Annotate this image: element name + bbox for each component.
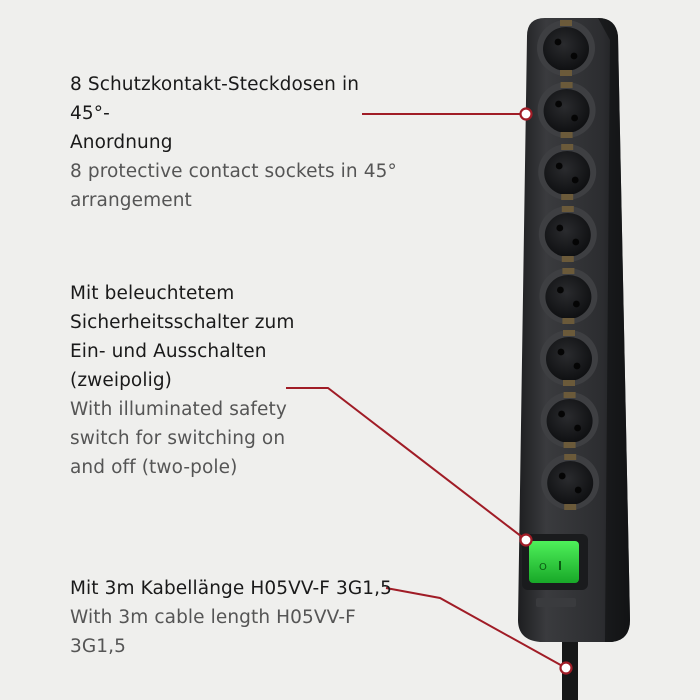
text-line: Sicherheitsschalter zum bbox=[70, 312, 295, 333]
sockets-group bbox=[537, 20, 600, 510]
switch-off-symbol: O bbox=[539, 562, 547, 573]
text-line: Anordnung bbox=[70, 132, 173, 153]
text-line: 8 Schutzkontakt-Steckdosen in 45°- bbox=[70, 74, 360, 124]
feature-sockets-german: 8 Schutzkontakt-Steckdosen in 45°- Anord… bbox=[70, 70, 400, 157]
socket-2 bbox=[537, 82, 596, 138]
text-line: and off (two-pole) bbox=[70, 457, 238, 478]
callout-line-sockets bbox=[362, 107, 533, 121]
power-switch[interactable] bbox=[529, 541, 579, 583]
socket-5 bbox=[539, 268, 598, 324]
switch-on-symbol bbox=[559, 561, 561, 570]
text-line: arrangement bbox=[70, 190, 192, 211]
text-line: Mit beleuchtetem bbox=[70, 283, 235, 304]
text-line: With illuminated safety bbox=[70, 399, 287, 420]
text-line: 8 protective contact sockets in 45° bbox=[70, 161, 397, 182]
text-line: Ein- und Ausschalten bbox=[70, 341, 267, 362]
callout-line-cable bbox=[385, 587, 573, 675]
feature-cable: Mit 3m Kabellänge H05VV-F 3G1,5 With 3m … bbox=[70, 574, 400, 661]
brand-logo-plate bbox=[536, 598, 576, 607]
socket-8 bbox=[541, 454, 600, 510]
socket-7 bbox=[540, 392, 599, 448]
socket-6 bbox=[540, 330, 598, 386]
callout-line-switch bbox=[286, 387, 533, 547]
socket-1 bbox=[537, 20, 595, 76]
feature-sockets: 8 Schutzkontakt-Steckdosen in 45°- Anord… bbox=[70, 70, 400, 215]
socket-4 bbox=[538, 206, 597, 262]
feature-cable-english: With 3m cable length H05VV-F 3G1,5 bbox=[70, 603, 400, 661]
text-line: With 3m cable length H05VV-F 3G1,5 bbox=[70, 607, 356, 657]
power-strip-edge bbox=[598, 18, 630, 642]
text-line: switch for switching on bbox=[70, 428, 286, 449]
socket-3 bbox=[538, 144, 597, 200]
feature-switch: Mit beleuchtetem Sicherheitsschalter zum… bbox=[70, 279, 400, 482]
feature-switch-english: With illuminated safety switch for switc… bbox=[70, 395, 400, 482]
feature-switch-german: Mit beleuchtetem Sicherheitsschalter zum… bbox=[70, 279, 400, 395]
feature-sockets-english: 8 protective contact sockets in 45° arra… bbox=[70, 157, 400, 215]
feature-cable-german: Mit 3m Kabellänge H05VV-F 3G1,5 bbox=[70, 574, 400, 603]
text-line: (zweipolig) bbox=[70, 370, 172, 391]
text-line: Mit 3m Kabellänge H05VV-F 3G1,5 bbox=[70, 578, 393, 599]
